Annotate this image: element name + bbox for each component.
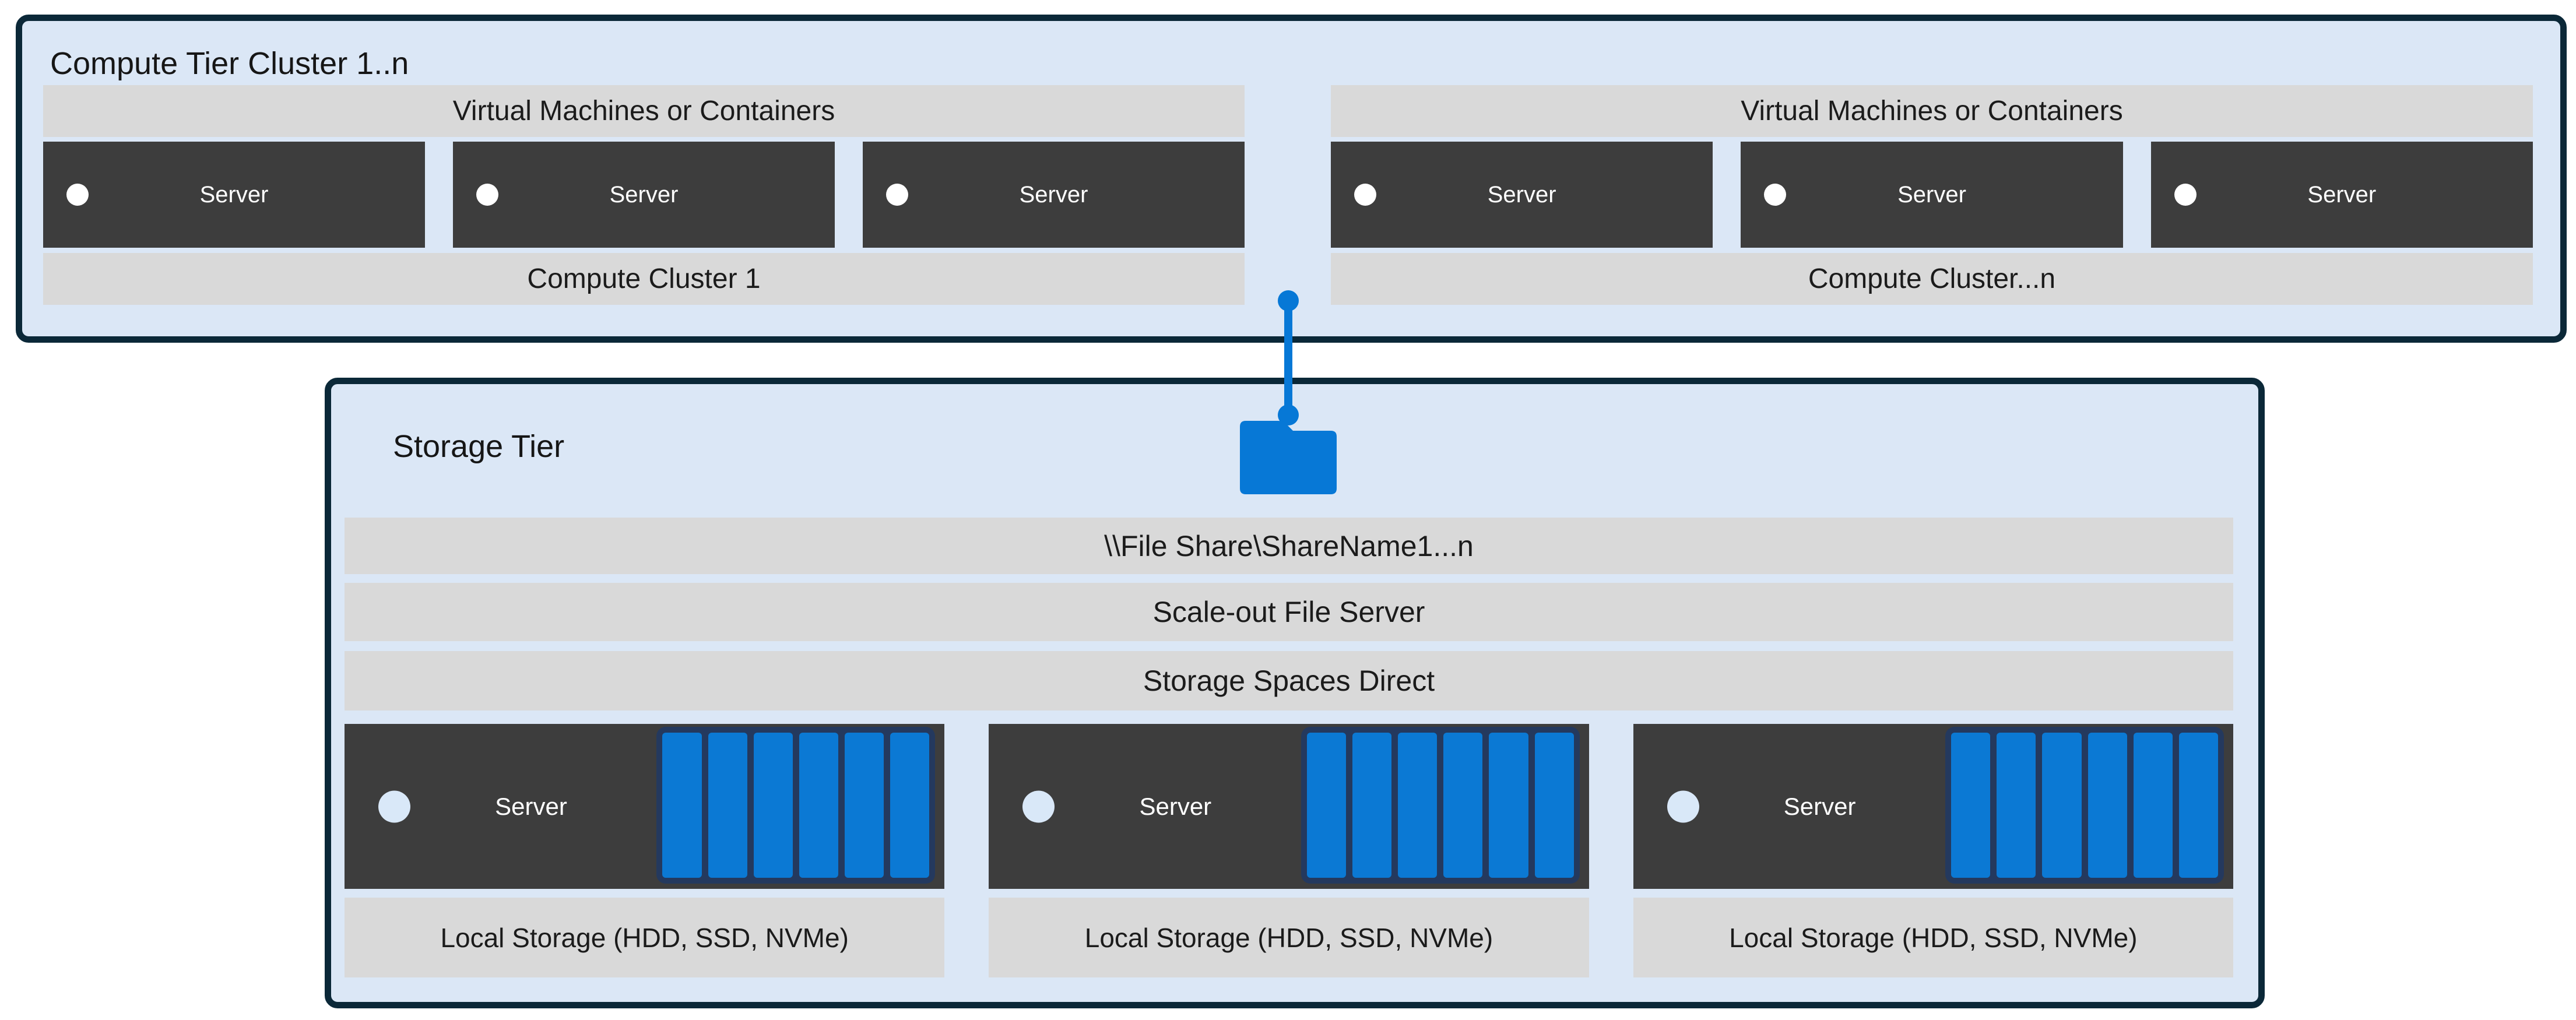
- compute-tier-title: Compute Tier Cluster 1..n: [50, 46, 409, 81]
- server-label: Server: [1783, 792, 1856, 820]
- disk-array-icon: [1945, 727, 2224, 884]
- server-label: Server: [1897, 181, 1966, 207]
- disk-icon: [1489, 733, 1528, 878]
- compute-server: Server: [863, 142, 1245, 248]
- disk-icon: [845, 733, 884, 878]
- local-storage-bar: Local Storage (HDD, SSD, NVMe): [989, 898, 1589, 977]
- disk-array-icon: [656, 727, 936, 884]
- server-label: Server: [1487, 181, 1556, 207]
- compute-server: Server: [1741, 142, 2123, 248]
- disk-icon: [2042, 733, 2082, 878]
- compute-server: Server: [2150, 142, 2533, 248]
- disk-icon: [890, 733, 930, 878]
- disk-icon: [2133, 733, 2173, 878]
- disk-icon: [708, 733, 747, 878]
- disk-icon: [662, 733, 702, 878]
- server-label: Server: [2307, 181, 2377, 207]
- server-dot-icon: [66, 184, 89, 206]
- compute-server: Server: [1331, 142, 1713, 248]
- storage-tier-box: Storage Tier \\File Share\ShareName1...n…: [325, 378, 2265, 1008]
- compute-cluster-n-group: Virtual Machines or Containers Server Se…: [1331, 85, 2533, 305]
- disk-icon: [1951, 733, 1991, 878]
- disk-icon: [1443, 733, 1483, 878]
- compute-cluster-1-group: Virtual Machines or Containers Server Se…: [43, 85, 1245, 305]
- local-storage-row: Local Storage (HDD, SSD, NVMe) Local Sto…: [345, 898, 2233, 977]
- disk-icon: [753, 733, 793, 878]
- local-storage-bar: Local Storage (HDD, SSD, NVMe): [345, 898, 945, 977]
- server-dot-icon: [378, 790, 410, 822]
- disk-icon: [1997, 733, 2036, 878]
- compute-tier-box: Compute Tier Cluster 1..n Virtual Machin…: [16, 15, 2567, 343]
- disk-icon: [799, 733, 839, 878]
- storage-tier-title: Storage Tier: [393, 429, 565, 464]
- storage-spaces-direct-bar: Storage Spaces Direct: [345, 651, 2233, 711]
- server-label: Server: [199, 181, 269, 207]
- server-dot-icon: [2174, 184, 2197, 206]
- local-storage-bar: Local Storage (HDD, SSD, NVMe): [1633, 898, 2233, 977]
- compute-cluster-label-bar: Compute Cluster...n: [1331, 253, 2533, 305]
- disk-icon: [2087, 733, 2127, 878]
- vm-containers-bar: Virtual Machines or Containers: [43, 85, 1245, 137]
- scale-out-file-server-bar: Scale-out File Server: [345, 583, 2233, 641]
- server-dot-icon: [1764, 184, 1787, 206]
- server-dot-icon: [1667, 790, 1699, 822]
- storage-server: Server: [345, 724, 945, 889]
- storage-server-row: Server Server Server: [345, 724, 2233, 889]
- storage-server: Server: [1633, 724, 2233, 889]
- connector-endpoint-dot: [1278, 290, 1299, 311]
- server-label: Server: [495, 792, 567, 820]
- disk-icon: [1534, 733, 1574, 878]
- compute-server-row: Server Server Server: [1331, 142, 2533, 248]
- disk-icon: [2178, 733, 2219, 878]
- compute-server-row: Server Server Server: [43, 142, 1245, 248]
- server-dot-icon: [1354, 184, 1376, 206]
- server-label: Server: [1019, 181, 1088, 207]
- compute-server: Server: [453, 142, 835, 248]
- server-dot-icon: [1022, 790, 1055, 822]
- disk-icon: [1398, 733, 1438, 878]
- disk-icon: [1306, 733, 1346, 878]
- server-label: Server: [609, 181, 679, 207]
- file-share-folder-icon: [1240, 421, 1337, 494]
- server-label: Server: [1139, 792, 1212, 820]
- disk-icon: [1352, 733, 1391, 878]
- tier-connector-line: [1284, 301, 1292, 415]
- disk-array-icon: [1301, 727, 1580, 884]
- compute-cluster-label-bar: Compute Cluster 1: [43, 253, 1245, 305]
- storage-server: Server: [989, 724, 1589, 889]
- vm-containers-bar: Virtual Machines or Containers: [1331, 85, 2533, 137]
- compute-server: Server: [43, 142, 425, 248]
- server-dot-icon: [476, 184, 498, 206]
- server-dot-icon: [886, 184, 908, 206]
- file-share-bar: \\File Share\ShareName1...n: [345, 518, 2233, 574]
